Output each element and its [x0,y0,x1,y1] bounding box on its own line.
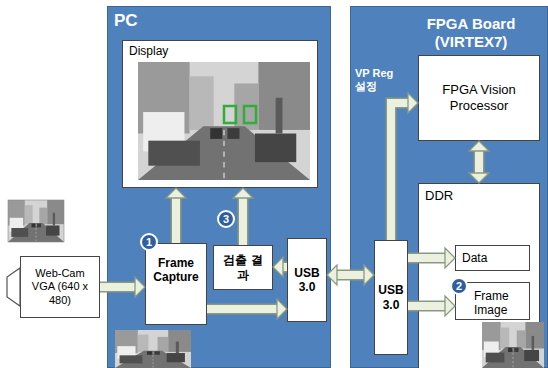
callout-number: 1 [140,233,158,251]
usb-box: USB 3.0 [374,240,408,355]
camera-icon [7,268,20,306]
arrow-shaft-outline [408,253,445,264]
block-arrow [207,299,287,319]
node-label: PC [114,11,324,31]
arrow-shaft [391,103,408,240]
street-photo [8,200,64,242]
arrow-shaft-outline [207,304,277,315]
detection-box [244,106,256,123]
callout-number: 3 [217,210,235,228]
block-arrow [408,296,455,316]
block-arrow [273,257,287,277]
webcam-box: Web-Cam VGA (640 x 480) [20,256,100,318]
arrow-head [233,188,253,198]
arrow-shaft [408,254,445,262]
arrow-head [273,257,283,277]
arrow-shaft-outline [100,282,135,293]
block-arrow [408,248,455,268]
arrow-head [469,141,489,151]
arrow-shaft-outline [171,198,182,243]
arrow-shaft [100,283,135,291]
arrow-shaft-outline [408,301,445,312]
arrow-shaft-outline [238,198,249,245]
arrow-shaft [207,305,277,313]
node-label: Data [462,251,523,265]
arrow-shaft-outline [391,103,408,240]
arrow-head [327,265,337,285]
callout-number: 2 [450,277,468,295]
edge-label: VP Reg 설정 [355,67,399,95]
photo-frame [8,200,64,242]
node-label: Web-Cam VGA (640 x 480) [27,267,93,307]
arrow-head [469,173,489,183]
block-arrow [233,188,253,245]
street-photo [482,322,544,368]
node-label: Frame Image [474,289,526,318]
result-box: 검출 결과 [213,245,273,290]
fpga-panel: FPGA Board (VIRTEX7) FPGA Vision Processo… [350,6,548,368]
data-box: Data [455,245,530,271]
node-label: DDR [425,188,533,204]
arrow-shaft [475,151,483,173]
block-arrow [166,188,186,243]
arrow-head [445,296,455,316]
arrow-shaft [337,271,364,279]
arrow-head [166,188,186,198]
process-box: Frame Capture [145,243,207,325]
street-photo [115,330,191,368]
node-label: USB 3.0 [289,266,325,295]
arrow-shaft [408,302,445,310]
street-photo [138,62,310,180]
arrow-shaft [172,198,180,243]
node-label: FPGA Vision Processor [423,82,535,113]
arrow-head [277,299,287,319]
arrow-head [445,248,455,268]
node-label: 검출 결과 [223,253,263,282]
arrow-shaft-outline [474,151,485,173]
arrow-shaft-outline [337,270,364,281]
block-arrow [327,265,374,285]
arrow-head [364,265,374,285]
processor-box: FPGA Vision Processor [418,55,540,141]
node-label: FPGA Board (VIRTEX7) [413,15,529,51]
block-arrow [100,277,145,297]
block-arrow [469,141,489,183]
usb-box: USB 3.0 [287,238,327,322]
arrow-head [135,277,145,297]
arrow-head [408,93,418,113]
detection-box [224,106,236,123]
block-arrow [391,93,418,240]
node-label: Display [129,44,311,58]
arrow-shaft [239,198,247,245]
node-label: USB 3.0 [375,283,407,312]
node-label: Frame Capture [148,256,204,285]
